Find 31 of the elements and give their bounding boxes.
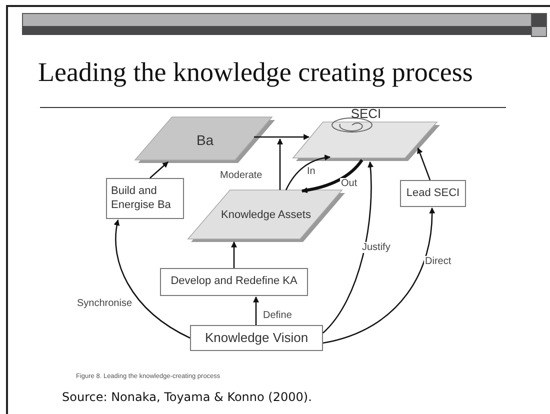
arrow	[114, 219, 190, 339]
arrow	[285, 154, 331, 190]
edge-label: Out	[340, 178, 358, 189]
edge-label: In	[306, 166, 316, 177]
edge-label: Moderate	[219, 170, 264, 181]
arrow	[150, 162, 168, 178]
arrow	[322, 161, 374, 334]
slide-title: Leading the knowledge creating process	[38, 57, 473, 88]
node-label: Develop and Redefine KA	[170, 275, 298, 289]
arrow	[231, 241, 237, 268]
edge-label: Justify	[361, 242, 392, 253]
arrow	[254, 134, 310, 140]
node-label: Ba	[195, 132, 215, 148]
arrow	[417, 147, 431, 180]
process-box	[190, 325, 323, 351]
process-box	[106, 178, 184, 219]
node-label: Knowledge Vision	[204, 330, 310, 346]
node-label: Lead SECI	[405, 186, 461, 200]
node-label: Knowledge Assets	[220, 209, 312, 223]
source-note: Source: Nonaka, Toyama & Konno (2000).	[62, 390, 312, 404]
arrow	[322, 207, 435, 344]
edge-label: Define	[262, 310, 293, 321]
node-label: SECI	[350, 106, 382, 122]
process-box	[400, 180, 466, 207]
arrow	[301, 159, 364, 194]
arrow	[277, 138, 283, 190]
arrow	[253, 296, 259, 325]
edge-label: Synchronise	[76, 298, 134, 309]
edge-label: Direct	[424, 256, 452, 267]
process-box	[160, 268, 308, 296]
node-label: Build and Energise Ba	[110, 185, 172, 212]
